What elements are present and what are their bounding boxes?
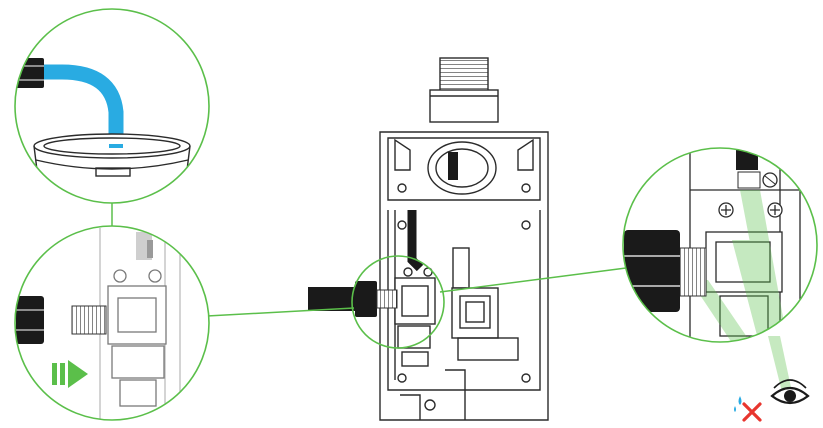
outlet-thread: [429, 57, 499, 123]
large-nut: [624, 230, 680, 312]
inlet-thread: [71, 305, 107, 335]
inlet-nut: [16, 296, 44, 344]
hose-nut: [15, 58, 44, 88]
callout-bucket-flush: [14, 8, 210, 204]
detail-ring: [351, 255, 445, 349]
no-drip-icon: [734, 396, 762, 422]
callout-check-leak: [622, 147, 818, 343]
callout-leaders: [111, 203, 627, 317]
inlet-valve: [394, 267, 436, 367]
top-opening: [427, 141, 497, 195]
inlet-hose: [308, 281, 398, 317]
blue-hose: [30, 64, 124, 146]
callout-connect-inlet: [14, 225, 210, 421]
eye-icon: [770, 379, 810, 405]
terminal-block: [451, 247, 519, 361]
push-arrow-icon: [52, 360, 88, 388]
water-heater-unit: [379, 57, 549, 421]
beam-tails: [768, 336, 792, 392]
